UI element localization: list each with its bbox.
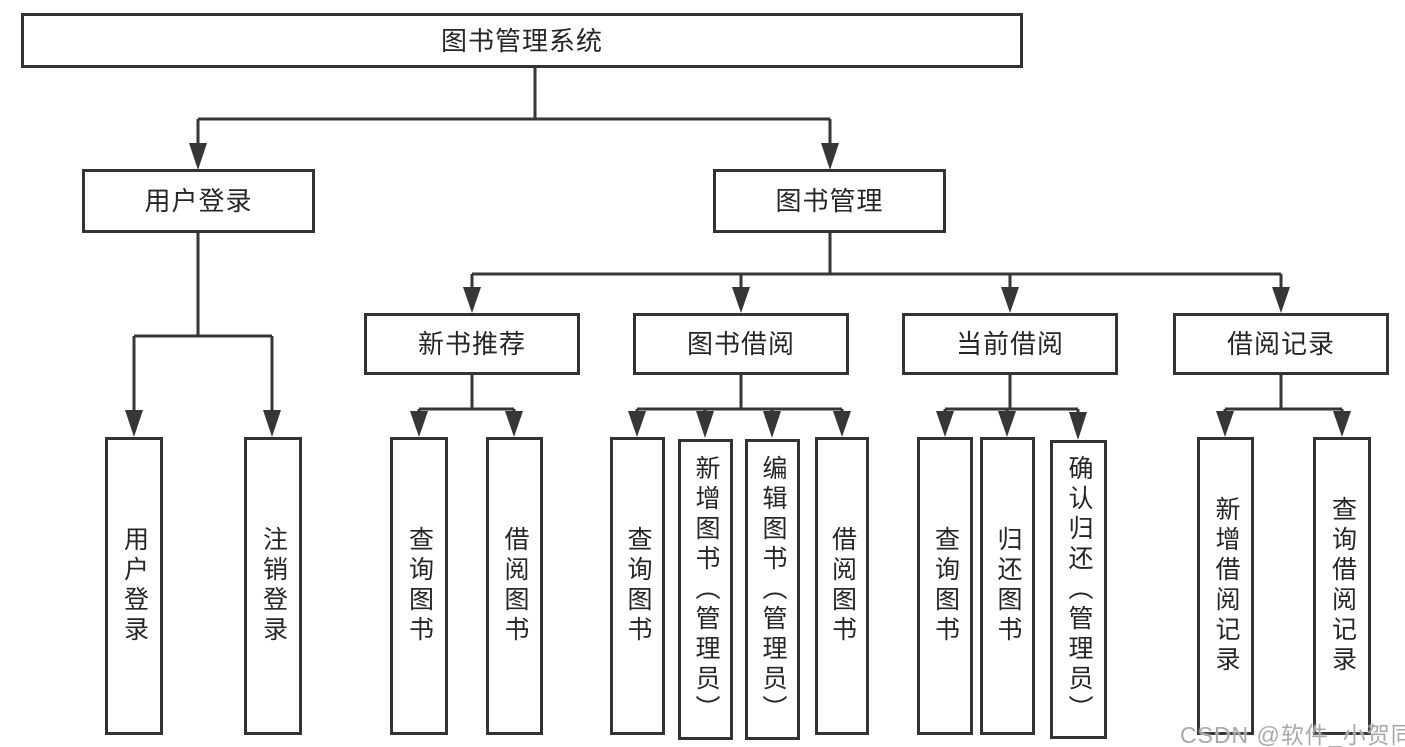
leaf-query-books-current: 查询图书	[917, 437, 973, 735]
leaf-label: 查询图书	[624, 526, 652, 646]
leaf-label: 查询图书	[405, 526, 434, 646]
node-label: 图书借阅	[686, 329, 795, 359]
node-book-borrow: 图书借阅	[633, 313, 849, 375]
leaf-return-books: 归还图书	[980, 437, 1035, 735]
leaf-label: 编辑图书（管理员）	[759, 454, 787, 725]
leaf-logout: 注销登录	[244, 437, 302, 735]
connector-user-login-children	[125, 233, 281, 437]
node-label: 图书管理系统	[440, 25, 603, 56]
node-label: 当前借阅	[955, 329, 1064, 359]
leaf-user-login: 用户登录	[105, 437, 163, 735]
node-label: 新书推荐	[417, 329, 526, 359]
leaf-confirm-return-admin: 确认归还（管理员）	[1050, 440, 1107, 739]
connector-records-children	[1216, 375, 1351, 437]
leaf-label: 新增图书（管理员）	[692, 454, 720, 725]
leaf-label: 借阅图书	[501, 526, 529, 646]
connector-new-book-children	[410, 375, 523, 437]
leaf-query-borrow-record: 查询借阅记录	[1313, 437, 1371, 735]
leaf-query-books-recommend: 查询图书	[390, 437, 448, 735]
leaf-edit-book-admin: 编辑图书（管理员）	[745, 439, 800, 740]
node-current-borrow: 当前借阅	[902, 313, 1118, 375]
leaf-label: 确认归还（管理员）	[1065, 454, 1093, 725]
connector-current-children	[936, 375, 1087, 440]
leaf-label: 注销登录	[259, 526, 288, 646]
leaf-label: 查询图书	[931, 526, 960, 646]
csdn-watermark: CSDN @软件_小贺同学	[1180, 722, 1405, 747]
connector-borrow-children	[628, 375, 851, 438]
node-label: 图书管理	[775, 186, 884, 216]
node-label: 借阅记录	[1226, 329, 1335, 359]
node-user-login-branch: 用户登录	[82, 169, 315, 233]
leaf-label: 查询借阅记录	[1328, 496, 1357, 676]
connector-book-management-children	[463, 233, 1290, 313]
node-library-management-system: 图书管理系统	[21, 13, 1023, 68]
node-new-book-recommend: 新书推荐	[364, 313, 580, 375]
node-label: 用户登录	[144, 186, 253, 216]
leaf-label: 新增借阅记录	[1212, 496, 1240, 676]
leaf-query-books-borrow: 查询图书	[610, 437, 665, 735]
leaf-borrow-books-recommend: 借阅图书	[486, 437, 543, 735]
node-borrow-records: 借阅记录	[1173, 313, 1389, 375]
leaf-label: 借阅图书	[828, 526, 857, 646]
leaf-borrow-books: 借阅图书	[815, 437, 869, 735]
connector-root-to-level2	[189, 68, 839, 170]
leaf-add-borrow-record: 新增借阅记录	[1197, 437, 1254, 735]
leaf-add-book-admin: 新增图书（管理员）	[678, 439, 733, 740]
leaf-label: 归还图书	[994, 526, 1022, 646]
leaf-label: 用户登录	[120, 526, 149, 646]
node-book-management-branch: 图书管理	[713, 169, 946, 233]
